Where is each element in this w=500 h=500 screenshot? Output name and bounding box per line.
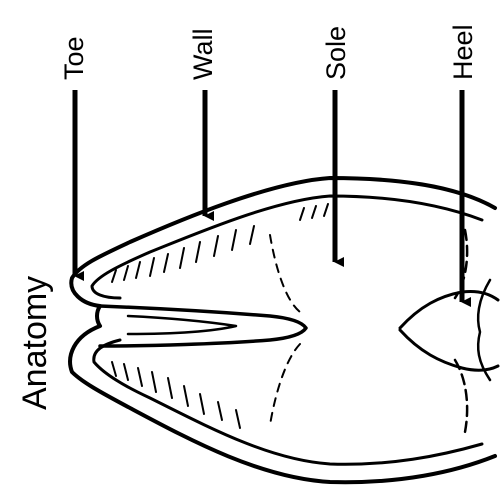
inner-wall-line-upper: [92, 196, 482, 298]
outer-wall-outline: [70, 178, 495, 482]
sole-contour-lower: [270, 344, 300, 425]
inner-wall-line-lower: [94, 340, 482, 464]
label-heel: Heel: [448, 24, 478, 80]
frog-cleft: [128, 316, 236, 334]
label-toe: Toe: [59, 36, 89, 80]
heel-bulb-lower: [400, 330, 498, 370]
title-anatomy: Anatomy: [16, 276, 54, 410]
label-wall: Wall: [188, 29, 218, 81]
heel-bulb-upper: [400, 291, 498, 328]
bar-lower: [455, 360, 467, 432]
sole-contour: [270, 235, 300, 312]
hoof-outline: [70, 178, 498, 482]
frog-outline: [100, 306, 306, 346]
label-sole: Sole: [321, 26, 351, 80]
